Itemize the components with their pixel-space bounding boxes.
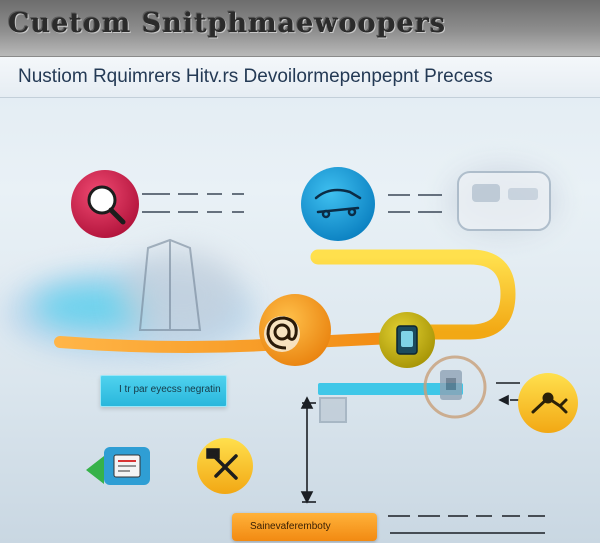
document-icon [113,454,141,478]
yellow-track [310,249,516,340]
at-sign-icon [266,316,298,350]
vehicle-node [301,167,375,241]
vertical-arrow [300,396,316,504]
footer-text: Sainevaferemboty [250,521,331,532]
footer-dashes [388,515,545,534]
banner-title: Cuetom Snitphmaewoopers [8,8,447,39]
right-arrow [496,382,520,406]
hardware-icon [423,355,487,419]
device-icon [396,325,418,355]
top-banner: Cuetom Snitphmaewoopers [0,0,600,57]
tools-icon [206,448,238,480]
orange-track [54,332,398,353]
subtitle-bar: Nustiom Rquimrers Hitv.rs Devoilormepenp… [0,57,600,98]
vest-illustration [138,238,347,423]
diagram-subtitle: Nustiom Rquimrers Hitv.rs Devoilormepenp… [18,66,493,87]
footer-box: Sainevaferemboty [232,513,377,541]
search-icon [87,185,126,225]
caption-box: I tr par eyecss negratin [100,375,227,407]
vehicle-icon [314,188,362,219]
robot-arm-icon [531,392,568,414]
sensor-illustration [457,171,551,231]
connector-dashes-row1 [142,193,442,213]
caption-text: I tr par eyecss negratin [119,384,221,395]
